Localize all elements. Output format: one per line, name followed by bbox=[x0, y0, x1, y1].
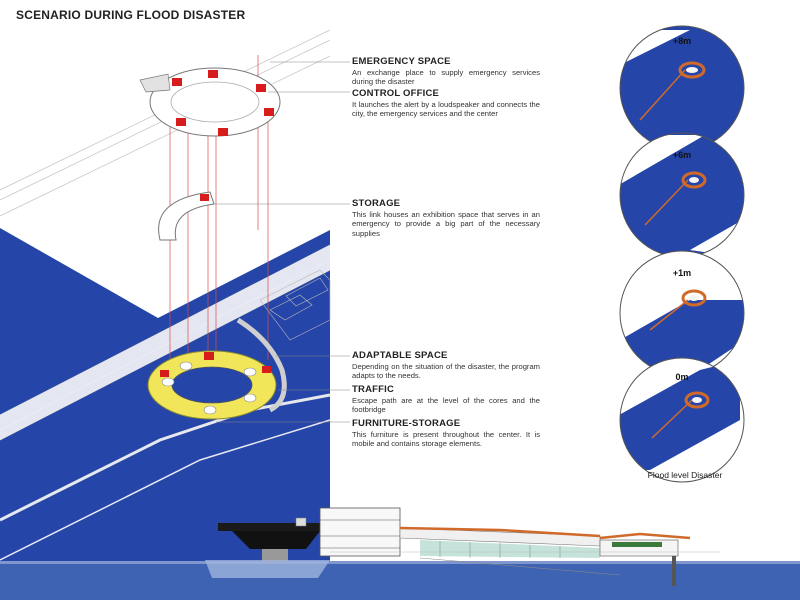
section-water bbox=[0, 563, 800, 600]
emergency-space-text: An exchange place to supply emergency se… bbox=[352, 68, 540, 87]
label-adaptable-space: ADAPTABLE SPACE Depending on the situati… bbox=[352, 350, 540, 381]
control-office-title: CONTROL OFFICE bbox=[352, 88, 440, 99]
adaptable-space-title: ADAPTABLE SPACE bbox=[352, 350, 448, 361]
flood-level-caption: Flood level Disaster bbox=[647, 470, 723, 480]
label-emergency-space: EMERGENCY SPACE An exchange place to sup… bbox=[352, 56, 540, 87]
core-block bbox=[208, 70, 218, 78]
page-title: SCENARIO DURING FLOOD DISASTER bbox=[16, 8, 246, 22]
control-office-text: It launches the alert by a loudspeaker a… bbox=[352, 100, 540, 119]
flood-level-0m-label: 0m bbox=[675, 372, 689, 382]
footbridge bbox=[236, 317, 287, 413]
core-block bbox=[218, 128, 228, 136]
traffic-text: Escape path are at the level of the core… bbox=[352, 396, 540, 415]
city-sketch bbox=[259, 269, 331, 341]
core-block bbox=[264, 108, 274, 116]
section-slab bbox=[218, 523, 324, 531]
furniture-storage-title: FURNITURE-STORAGE bbox=[352, 418, 461, 429]
flood-circle-0m bbox=[619, 357, 745, 483]
label-furniture-storage: FURNITURE-STORAGE This furniture is pres… bbox=[352, 418, 540, 449]
label-control-office: CONTROL OFFICE It launches the alert by … bbox=[352, 88, 540, 119]
flood-level-1m-label: +1m bbox=[672, 268, 692, 278]
street-band bbox=[0, 245, 330, 440]
storage-arc bbox=[158, 191, 215, 241]
core-block bbox=[256, 84, 266, 92]
storage-title: STORAGE bbox=[352, 198, 401, 209]
flood-level-8m-label: +8m bbox=[672, 36, 692, 46]
storage-text: This link houses an exhibition space tha… bbox=[352, 210, 540, 238]
leader-lines bbox=[214, 61, 350, 423]
adaptable-ring bbox=[147, 350, 277, 420]
adaptable-space-text: Depending on the situation of the disast… bbox=[352, 362, 540, 381]
emergency-space-title: EMERGENCY SPACE bbox=[352, 56, 451, 67]
traffic-title: TRAFFIC bbox=[352, 384, 395, 395]
label-traffic: TRAFFIC Escape path are at the level of … bbox=[352, 384, 540, 415]
top-ring bbox=[139, 67, 281, 137]
core-block bbox=[172, 78, 182, 86]
flood-level-6m-label: +6m bbox=[672, 150, 692, 160]
label-storage: STORAGE This link houses an exhibition s… bbox=[352, 198, 540, 238]
furniture-storage-text: This furniture is present throughout the… bbox=[352, 430, 540, 449]
core-block bbox=[176, 118, 186, 126]
